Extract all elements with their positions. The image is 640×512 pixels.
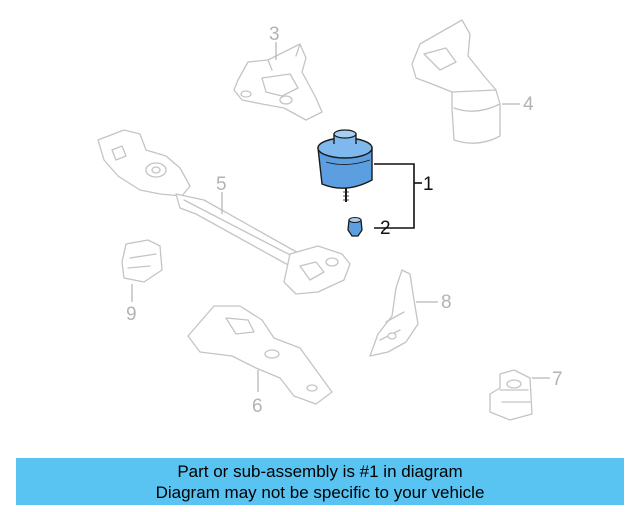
callout-4: 4 [523, 94, 534, 115]
callout-8: 8 [441, 292, 452, 313]
parts-diagram: 3 4 5 9 6 8 [97, 19, 563, 421]
caption-line-1: Part or sub-assembly is #1 in diagram [177, 462, 463, 481]
part-6-bracket [187, 305, 333, 405]
callout-3: 3 [269, 24, 280, 45]
part-9-mount [121, 239, 163, 283]
part-1-engine-mount [317, 129, 373, 202]
part-8-bracket [369, 269, 419, 357]
callout-9: 9 [126, 304, 137, 325]
caption-banner: Part or sub-assembly is #1 in diagram Di… [16, 458, 624, 505]
callout-1: 1 [423, 174, 434, 195]
part-3-bracket [233, 43, 323, 121]
part-5-crossmember [97, 129, 351, 295]
callout-6: 6 [252, 396, 263, 417]
callout-5: 5 [216, 174, 227, 195]
part-2-nut [347, 217, 363, 237]
part-7-mount [489, 369, 533, 421]
part-4-mount-bracket [411, 19, 501, 144]
callout-2: 2 [380, 218, 391, 239]
caption-line-2: Diagram may not be specific to your vehi… [155, 483, 485, 502]
callout-7: 7 [552, 369, 563, 390]
